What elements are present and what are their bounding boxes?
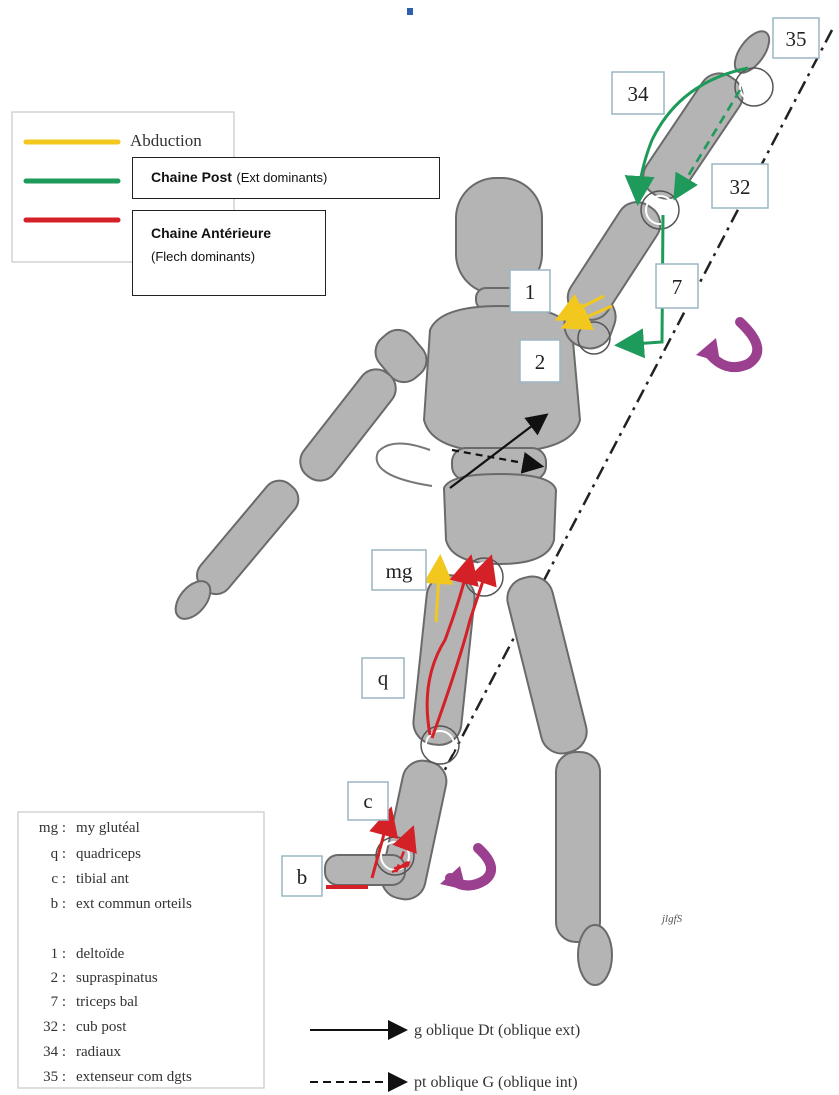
key-code: 2 : [51,970,66,986]
key-name: my glutéal [76,820,140,836]
key-code: 7 : [51,994,66,1010]
rotation-arrow-waist [377,443,432,486]
signature: jlgfS [660,913,683,925]
thigh-right [503,572,591,758]
key-name: extenseur com dgts [76,1069,192,1085]
legend-ant-chain-title: Chaine Antérieure [151,225,271,241]
pelvis [444,474,556,564]
legend-post-chain-box: Chaine Post (Ext dominants) [132,157,440,199]
thigh-left [411,573,477,747]
foot-right [578,925,612,985]
key-code: b : [51,896,66,912]
key-name: quadriceps [76,846,141,862]
key-name: supraspinatus [76,970,158,986]
key-code: 32 : [43,1019,66,1035]
shin-right [556,752,600,942]
label-7: 7 [672,275,683,299]
key-name: ext commun orteils [76,896,192,912]
legend-post-chain-note: (Ext dominants) [236,170,327,185]
key-code: 1 : [51,946,66,962]
label-c: c [363,789,372,813]
arrow-legend-dashed-label: pt oblique G (oblique int) [414,1074,578,1091]
top-mark [407,8,413,15]
legend-abduction-label: Abduction [130,131,202,150]
label-34: 34 [628,82,650,106]
forearm-left [191,474,305,601]
key-name: cub post [76,1019,127,1035]
label-q: q [378,666,389,690]
legend-ant-chain-box: Chaine Antérieure (Flech dominants) [132,210,326,296]
arrow-legend-solid-label: g oblique Dt (oblique ext) [414,1022,580,1039]
key-name: tibial ant [76,871,130,887]
legend-ant-chain-note: (Flech dominants) [151,249,255,264]
label-2: 2 [535,350,546,374]
label-mg: mg [386,559,413,583]
label-1: 1 [525,280,536,304]
key-code: 35 : [43,1069,66,1085]
key-name: radiaux [76,1044,121,1060]
key-code: c : [51,871,66,887]
key-code: 34 : [43,1044,66,1060]
key-code: q : [51,846,66,862]
joint-wrist [740,73,768,101]
label-32: 32 [730,175,751,199]
legend-post-chain-title: Chaine Post [151,169,232,185]
key-code: mg : [39,820,66,836]
key-name: deltoïde [76,946,125,962]
label-35: 35 [786,27,807,51]
label-b: b [297,865,308,889]
key-name: triceps bal [76,994,138,1010]
